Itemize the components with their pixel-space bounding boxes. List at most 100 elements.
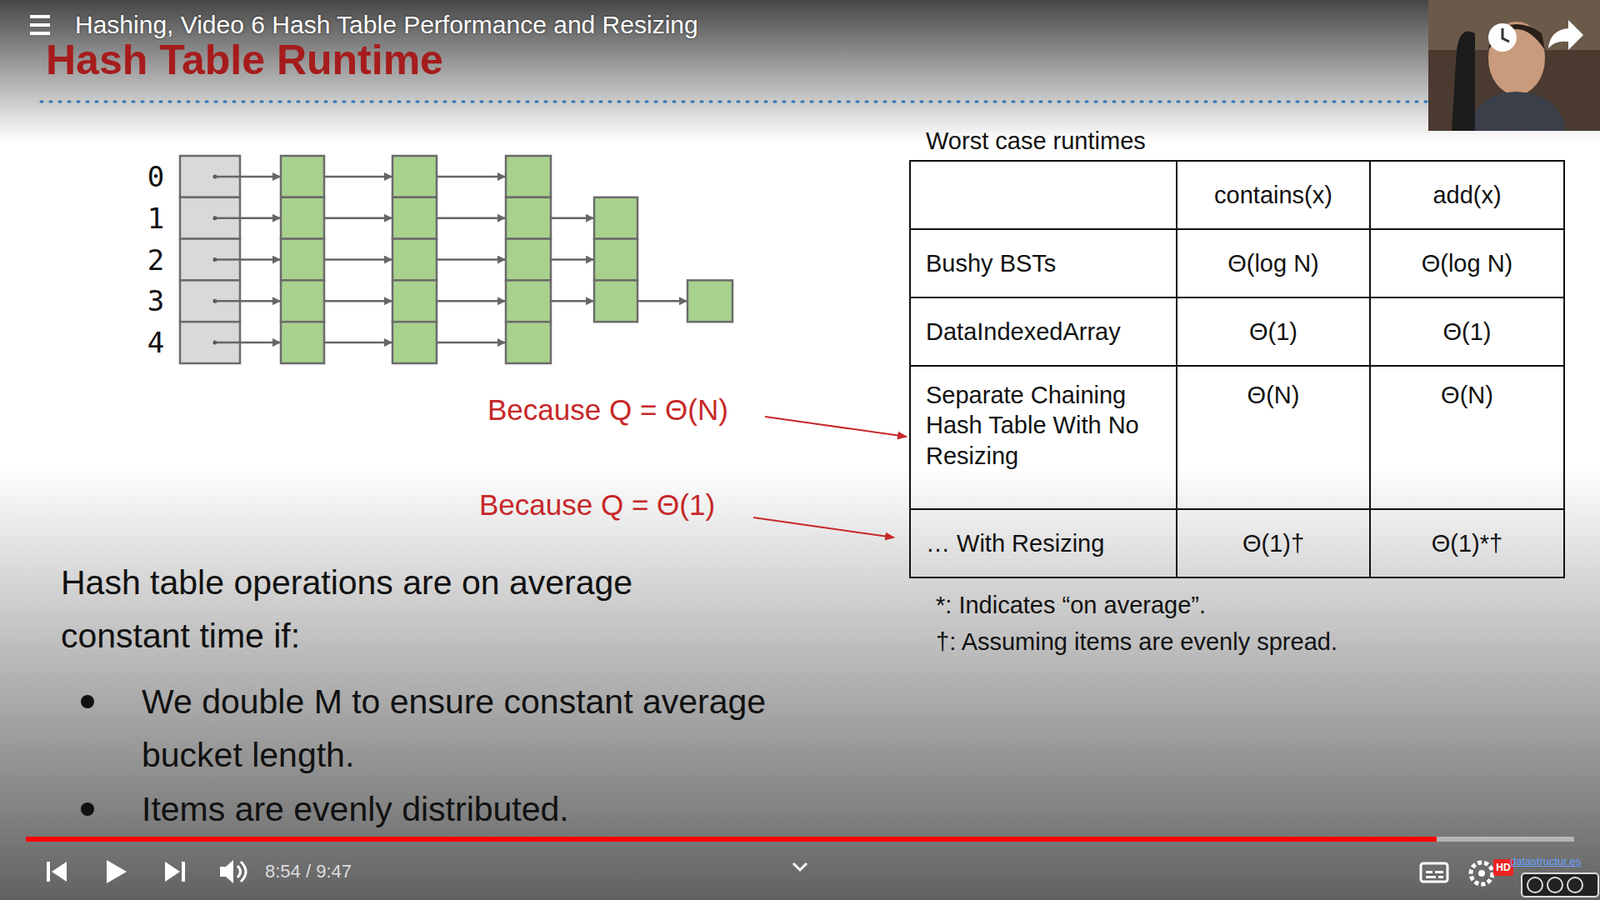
- item-node: [594, 280, 638, 322]
- item-node: [392, 155, 437, 198]
- pointer-arrow: [550, 258, 594, 261]
- callout-note: Because Q = Θ(1): [479, 487, 715, 523]
- pointer-arrow: [215, 341, 280, 345]
- pointer-arrow: [324, 258, 392, 261]
- pointer-arrow: [436, 341, 505, 345]
- table-cell: DataIndexedArray: [909, 296, 1178, 367]
- pointer-arrow: [436, 258, 505, 261]
- table-cell: Θ(1)*†: [1369, 508, 1565, 579]
- pointer-arrow: [324, 341, 392, 345]
- table-cell: Bushy BSTs: [909, 228, 1178, 299]
- item-node: [280, 197, 325, 240]
- item-node: [594, 197, 638, 240]
- pointer-arrow: [215, 216, 280, 220]
- progress-track: [25, 836, 1575, 842]
- table-cell: contains(x): [1175, 160, 1371, 230]
- table-cell: Separate Chaining Hash Table With No Res…: [909, 365, 1178, 510]
- row-header: … With Resizing: [925, 528, 1105, 559]
- pointer-arrow: [436, 216, 505, 220]
- table-cell: [909, 160, 1178, 230]
- footnote: *: Indicates “on average”.: [935, 590, 1206, 620]
- row-header: Bushy BSTs: [925, 248, 1056, 279]
- pointer-arrow: [324, 300, 392, 303]
- pointer-arrow: [550, 216, 594, 220]
- table-cell: Θ(log N): [1369, 228, 1565, 299]
- item-node: [280, 239, 325, 281]
- item-node: [505, 197, 551, 240]
- time-display: 8:54 / 9:47: [265, 860, 352, 883]
- item-node: [505, 280, 551, 322]
- leader-arrow: [765, 416, 907, 437]
- share-icon: [1548, 20, 1584, 50]
- license-icon: [1547, 877, 1563, 893]
- item-node: [505, 239, 551, 281]
- slide-title: Hash Table Runtime: [45, 36, 444, 84]
- item-node: [594, 239, 638, 281]
- player-controls: [46, 860, 1493, 885]
- item-node: [280, 155, 325, 198]
- pointer-arrow: [324, 216, 392, 220]
- runtime-value: Θ(1)†: [1242, 528, 1305, 559]
- webcam-face: [1488, 21, 1545, 95]
- row-header: Separate Chaining Hash Table With No Res…: [925, 380, 1165, 471]
- license-icon: [1567, 877, 1583, 893]
- table-cell: Θ(log N): [1175, 228, 1371, 299]
- pointer-arrow: [215, 175, 280, 179]
- bullet-dot: [80, 802, 95, 816]
- item-node: [505, 155, 551, 198]
- callout-note: Because Q = Θ(N): [487, 392, 729, 428]
- table-cell: Θ(N): [1369, 365, 1565, 510]
- webcam-shirt: [1466, 91, 1567, 131]
- clock-icon: [1488, 23, 1517, 52]
- pointer-arrow: [550, 300, 594, 303]
- webcam-thumbnail: [1428, 0, 1600, 131]
- table-cell: … With Resizing: [909, 508, 1178, 579]
- item-node: [505, 321, 551, 364]
- pointer-arrow: [436, 175, 505, 179]
- runtime-value: Θ(N): [1247, 380, 1300, 410]
- table-cell: Θ(1)†: [1175, 508, 1371, 579]
- body-text: Hash table operations are on average con…: [60, 555, 770, 663]
- item-node: [687, 280, 733, 322]
- table-cell: Θ(1): [1175, 296, 1371, 367]
- pointer-arrow: [324, 175, 392, 179]
- column-header: add(x): [1432, 180, 1501, 210]
- pointer-arrow: [215, 300, 280, 303]
- column-header: contains(x): [1214, 180, 1333, 210]
- menu-icon: [30, 16, 50, 34]
- item-node: [280, 321, 325, 364]
- bucket-index: 0: [139, 159, 173, 195]
- pointer-arrow: [215, 258, 280, 261]
- table-cell: Θ(N): [1175, 365, 1371, 510]
- item-node: [392, 239, 437, 281]
- bucket-index: 1: [139, 200, 173, 236]
- footnote: †: Assuming items are evenly spread.: [935, 626, 1338, 657]
- bucket-index: 3: [139, 283, 173, 319]
- runtime-value: Θ(log N): [1421, 248, 1514, 279]
- bullet-dot: [80, 695, 95, 709]
- runtime-value: Θ(1): [1249, 316, 1298, 347]
- dotted-rule: [40, 100, 1427, 104]
- item-node: [392, 321, 437, 364]
- item-node: [392, 197, 437, 240]
- bucket-index: 2: [139, 242, 173, 278]
- table-cell: Θ(1): [1369, 296, 1565, 367]
- row-header: DataIndexedArray: [925, 316, 1121, 347]
- item-node: [280, 280, 325, 322]
- bullet-text: We double M to ensure constant average b…: [141, 675, 784, 782]
- webcam-headset: [1451, 31, 1475, 132]
- leader-arrow: [753, 517, 895, 538]
- license-badge: [1521, 873, 1599, 897]
- bucket-index: 4: [139, 325, 173, 360]
- bullet-text: Items are evenly distributed.: [141, 782, 570, 836]
- table-heading: Worst case runtimes: [925, 125, 1146, 156]
- video-title: Hashing, Video 6 Hash Table Performance …: [75, 10, 699, 40]
- runtime-value: Θ(1): [1443, 316, 1492, 347]
- runtime-value: Θ(N): [1440, 380, 1494, 410]
- watermark-link: datastructur.es: [1510, 855, 1581, 869]
- table-cell: add(x): [1369, 160, 1565, 230]
- progress-played: [25, 836, 1437, 842]
- license-icon: [1527, 877, 1543, 893]
- pointer-arrow: [637, 300, 687, 303]
